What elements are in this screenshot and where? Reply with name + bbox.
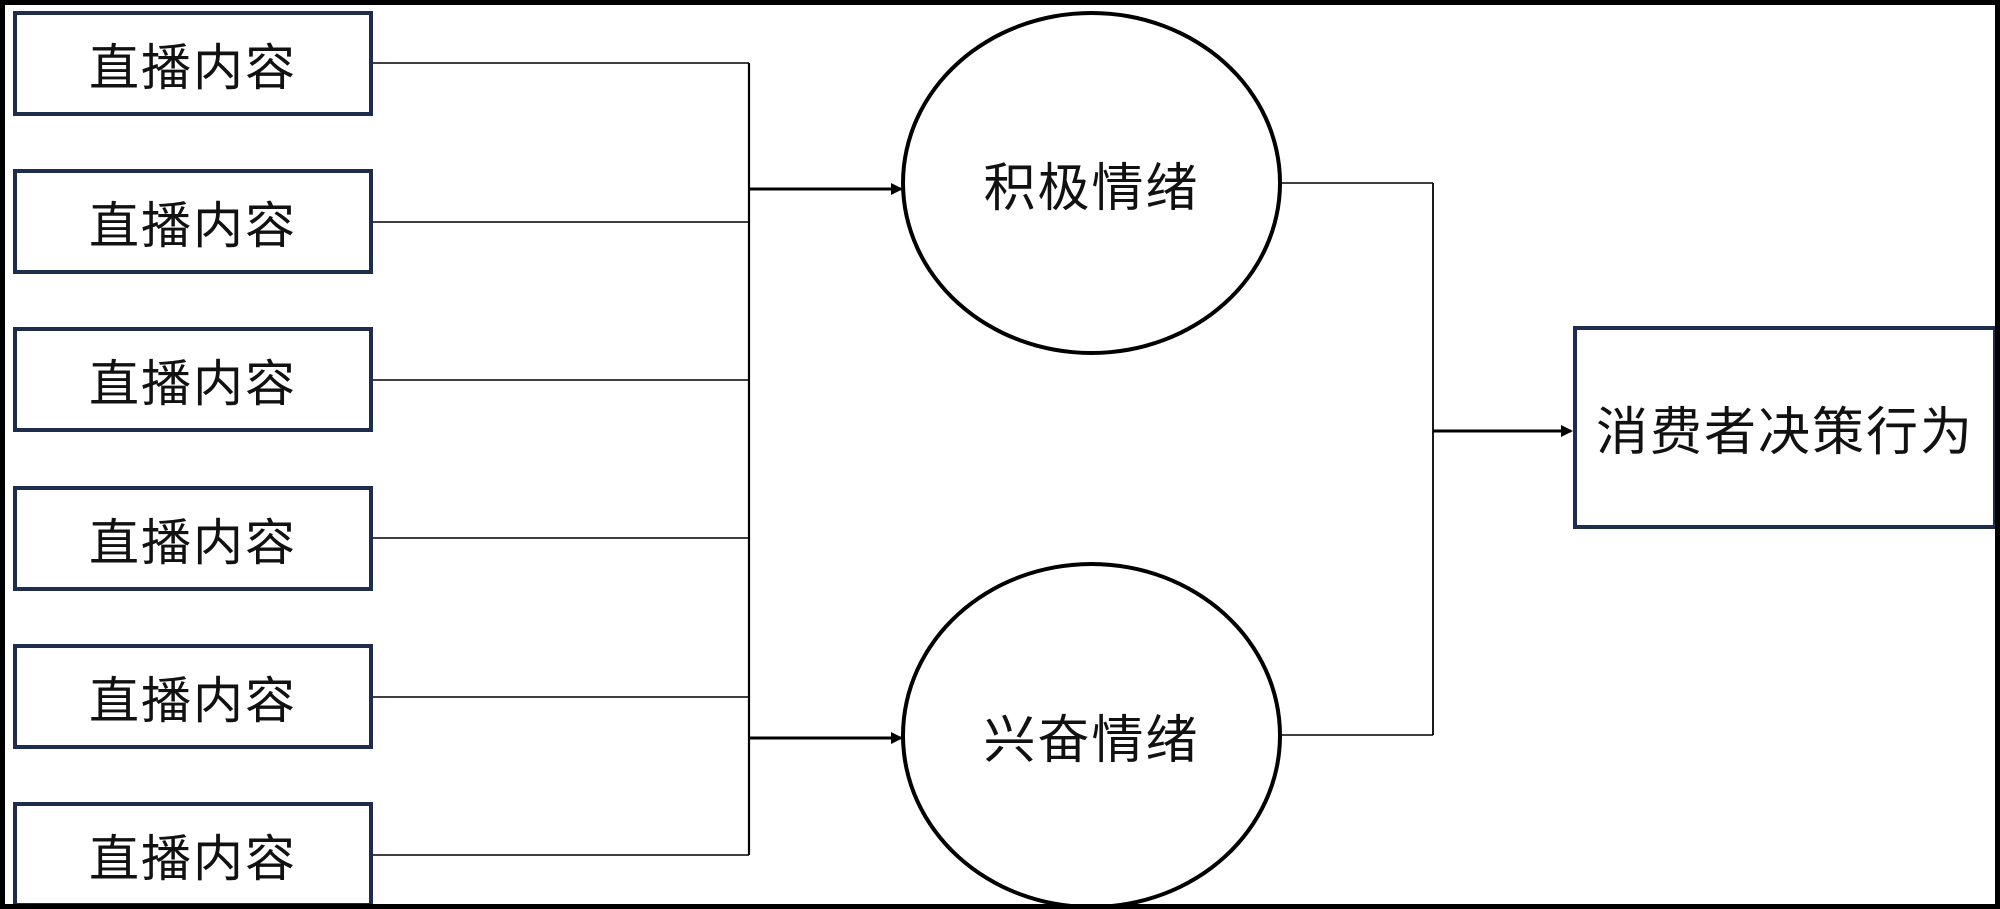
input-label: 直播内容 xyxy=(89,513,297,572)
input-box-live-content-4: 直播内容 xyxy=(13,486,373,591)
input-label: 直播内容 xyxy=(89,38,297,97)
outcome-label: 消费者决策行为 xyxy=(1595,403,1974,463)
consumer-decision-behavior-box: 消费者决策行为 xyxy=(1573,326,1995,529)
input-box-live-content-5: 直播内容 xyxy=(13,644,373,749)
positive-emotion-ellipse: 积极情绪 xyxy=(901,11,1282,355)
input-label: 直播内容 xyxy=(89,671,297,730)
connector-layer xyxy=(373,62,1573,856)
input-label: 直播内容 xyxy=(89,354,297,413)
mediator-label: 积极情绪 xyxy=(983,158,1200,219)
input-label: 直播内容 xyxy=(89,196,297,255)
input-box-live-content-2: 直播内容 xyxy=(13,169,373,274)
input-box-live-content-6: 直播内容 xyxy=(13,802,373,904)
excited-emotion-ellipse: 兴奋情绪 xyxy=(901,562,1282,904)
input-label: 直播内容 xyxy=(89,829,297,888)
input-box-live-content-1: 直播内容 xyxy=(13,11,373,116)
input-box-live-content-3: 直播内容 xyxy=(13,327,373,432)
mediator-label: 兴奋情绪 xyxy=(983,711,1200,771)
